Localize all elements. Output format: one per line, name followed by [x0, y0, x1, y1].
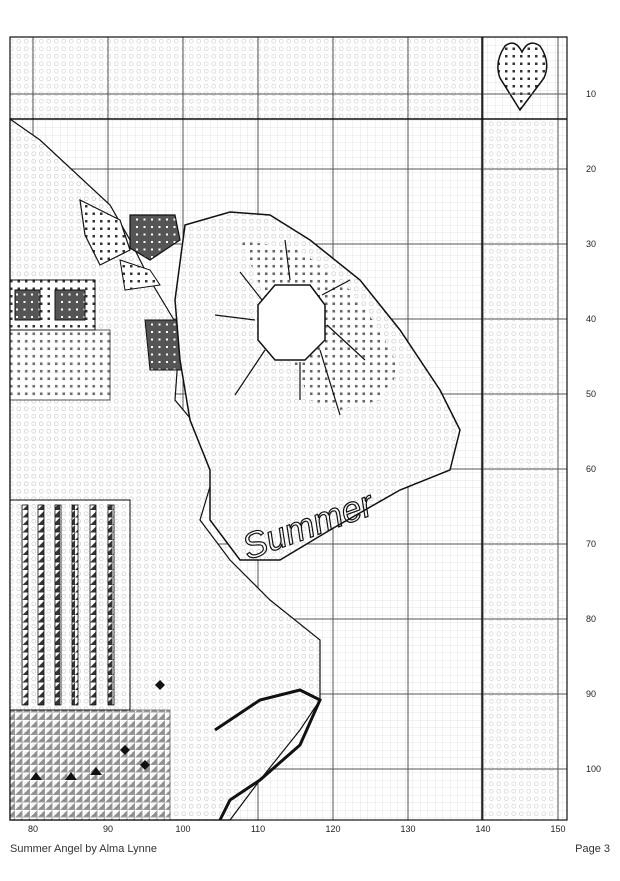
dress-stripe — [71, 504, 79, 706]
angel-figure — [9, 117, 321, 821]
y-axis-label: 100 — [586, 764, 601, 774]
x-axis-label: 110 — [251, 824, 265, 834]
y-axis-label: 10 — [586, 89, 596, 99]
pattern-title: Summer Angel by Alma Lynne — [10, 843, 157, 855]
ribbon — [214, 688, 322, 821]
x-axis-label: 90 — [103, 824, 113, 834]
x-axis-label: 140 — [475, 824, 490, 834]
hair-bow — [79, 198, 186, 371]
heart-motif — [497, 42, 548, 112]
dress-stripes — [21, 504, 115, 706]
x-axis-label: 130 — [400, 824, 415, 834]
sun-center — [257, 284, 326, 361]
y-axis-labels: 10 20 30 40 50 60 70 80 90 100 — [586, 89, 601, 774]
y-axis-label: 70 — [586, 539, 596, 549]
y-axis-label: 40 — [586, 314, 596, 324]
x-axis-label: 120 — [325, 824, 340, 834]
sun-rays — [214, 239, 366, 416]
dress-stripe — [21, 504, 29, 706]
dress-stripe — [54, 504, 62, 706]
x-axis-labels: 80 90 100 110 120 130 140 150 — [28, 824, 566, 834]
dress-stripe — [37, 504, 45, 706]
dress-stripe — [107, 504, 115, 706]
y-axis-label: 90 — [586, 689, 596, 699]
x-axis-label: 80 — [28, 824, 38, 834]
x-axis-label: 150 — [550, 824, 565, 834]
top-band — [10, 37, 482, 119]
sun-face — [174, 211, 461, 561]
y-axis-label: 50 — [586, 389, 596, 399]
flower-accents — [30, 680, 165, 780]
y-axis-label: 30 — [586, 239, 596, 249]
chart-frame — [9, 36, 568, 821]
dress-stripe — [89, 504, 97, 706]
y-axis-label: 60 — [586, 464, 596, 474]
y-axis-label: 80 — [586, 614, 596, 624]
x-axis-label: 100 — [175, 824, 190, 834]
page-number: Page 3 — [575, 843, 610, 855]
y-axis-label: 20 — [586, 164, 596, 174]
